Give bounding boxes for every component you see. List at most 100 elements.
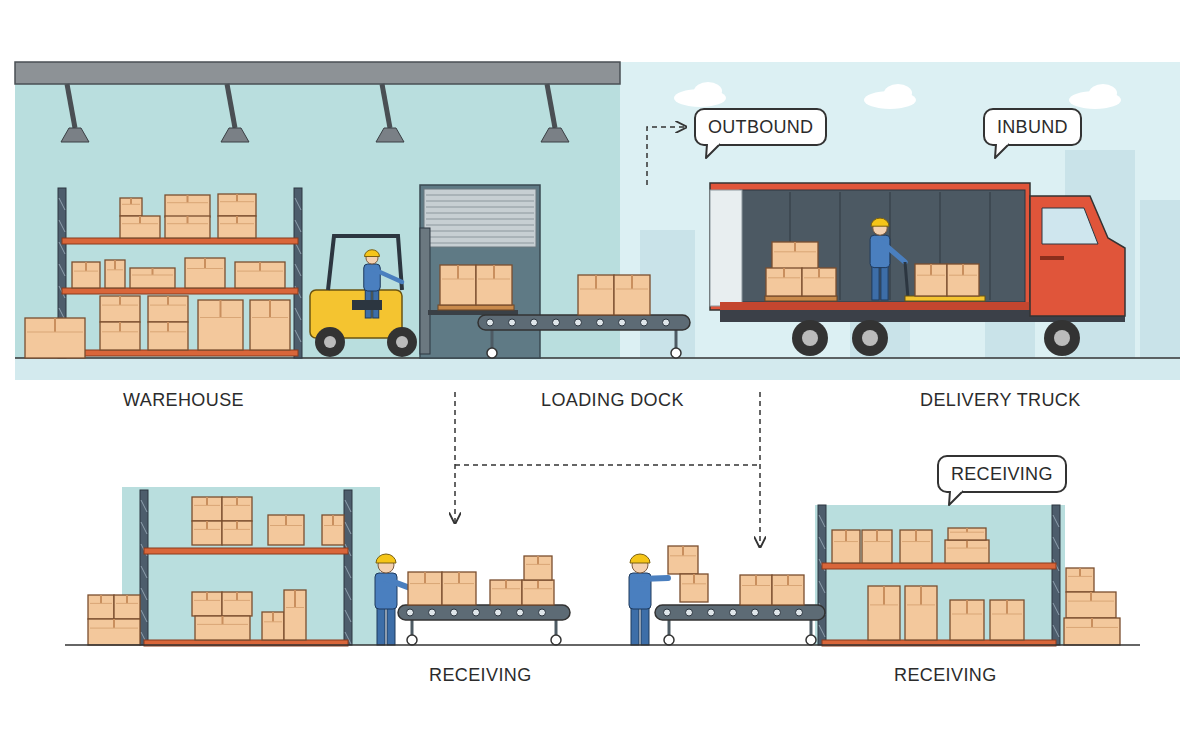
cardboard-box [250,300,290,350]
box-tape [85,262,87,271]
wheel-hub [396,336,408,348]
worker-leg [881,264,888,300]
cardboard-box [192,521,222,545]
dock-door [420,185,540,358]
conveyor-caster [664,635,674,645]
conveyor-roller [796,609,803,616]
cardboard-box [262,612,284,640]
box-tape [54,318,56,332]
cardboard-box [1066,568,1094,592]
box-tape [114,260,116,270]
box-seam [220,223,254,224]
box-tape [236,497,238,505]
conveyor-caster [671,348,681,358]
conveyor-caster [487,348,497,358]
box-seam [526,564,550,565]
truck-door [710,190,742,306]
cardboard-box [284,590,306,640]
lamp-rod [67,84,75,128]
callout-bubble: INBUND [983,108,1082,146]
worker-arm [386,579,410,588]
box-tape [236,216,238,224]
box-seam [902,541,930,542]
box-tape [966,540,968,548]
box-tape [130,198,132,204]
truck-container [710,183,1030,310]
conveyor-leg [675,329,678,350]
box-tape [505,580,507,589]
conveyor-belt [655,605,825,620]
box-tape [119,296,121,305]
cardboard-box [1066,592,1116,618]
cardboard-box [148,322,188,350]
box-seam [870,604,898,605]
tail-outline [949,491,963,505]
forklift-cage [328,236,402,290]
shutter-slat [426,213,534,214]
upright-brace [819,581,825,593]
cardboard-box [578,275,614,315]
cardboard-box [772,242,818,270]
cardboard-box [900,530,932,563]
box-seam [132,275,173,276]
box-tape [457,265,459,279]
cardboard-box [148,296,188,322]
box-tape [152,268,154,275]
conveyor-roller [686,609,693,616]
upright-brace [141,588,147,600]
flow-line [455,464,760,466]
cardboard-box [440,265,476,305]
bubble-tail [993,142,1013,160]
box-tape [119,322,121,332]
upright-brace [1053,603,1059,615]
box-seam [150,331,186,332]
upright-brace [59,198,65,210]
box-tape [294,590,296,608]
worker-arm [880,241,905,262]
box-seam [682,583,706,584]
worker-leg [387,605,395,645]
cardboard-box [990,600,1024,640]
area-label: RECEIVING [894,665,997,685]
truck-wheel [1044,320,1080,356]
box-seam [264,621,282,622]
conveyor-roller [531,319,538,326]
conveyor-roller [487,319,494,326]
box-seam [907,604,935,605]
cardboard-box [88,595,114,619]
box-seam [864,541,890,542]
box-tape [631,275,633,289]
area-label: RECEIVING [429,665,532,685]
wheel-hub [1054,330,1070,346]
shelf-upright [1052,505,1060,645]
tail-cover [997,142,1008,145]
roller-shutter [424,189,536,247]
container-interior [740,190,1025,302]
container-rib [989,192,991,300]
conveyor-roller [509,319,516,326]
box-tape [100,595,102,603]
box-tape [259,262,261,271]
box-tape [845,530,847,542]
upright-brace [141,522,147,534]
box-tape [167,322,169,332]
box-seam [200,317,241,318]
box-seam [1068,576,1092,577]
box-seam [90,603,112,604]
box-seam [580,289,612,290]
box-tape [682,546,684,556]
city-building [1140,200,1180,360]
lamp-rod [382,84,390,128]
worker-leg [631,605,639,645]
bottom-scenes [65,392,1140,646]
cardboard-box [218,216,256,238]
box-seam [742,585,770,586]
cardboard-box [950,600,984,640]
worker-arm [640,578,668,579]
box-tape [1006,600,1008,614]
box-seam [492,588,520,589]
cardboard-box [192,592,222,616]
shutter-slat [426,237,534,238]
box-tape [818,268,820,278]
cardboard-box [766,268,802,296]
